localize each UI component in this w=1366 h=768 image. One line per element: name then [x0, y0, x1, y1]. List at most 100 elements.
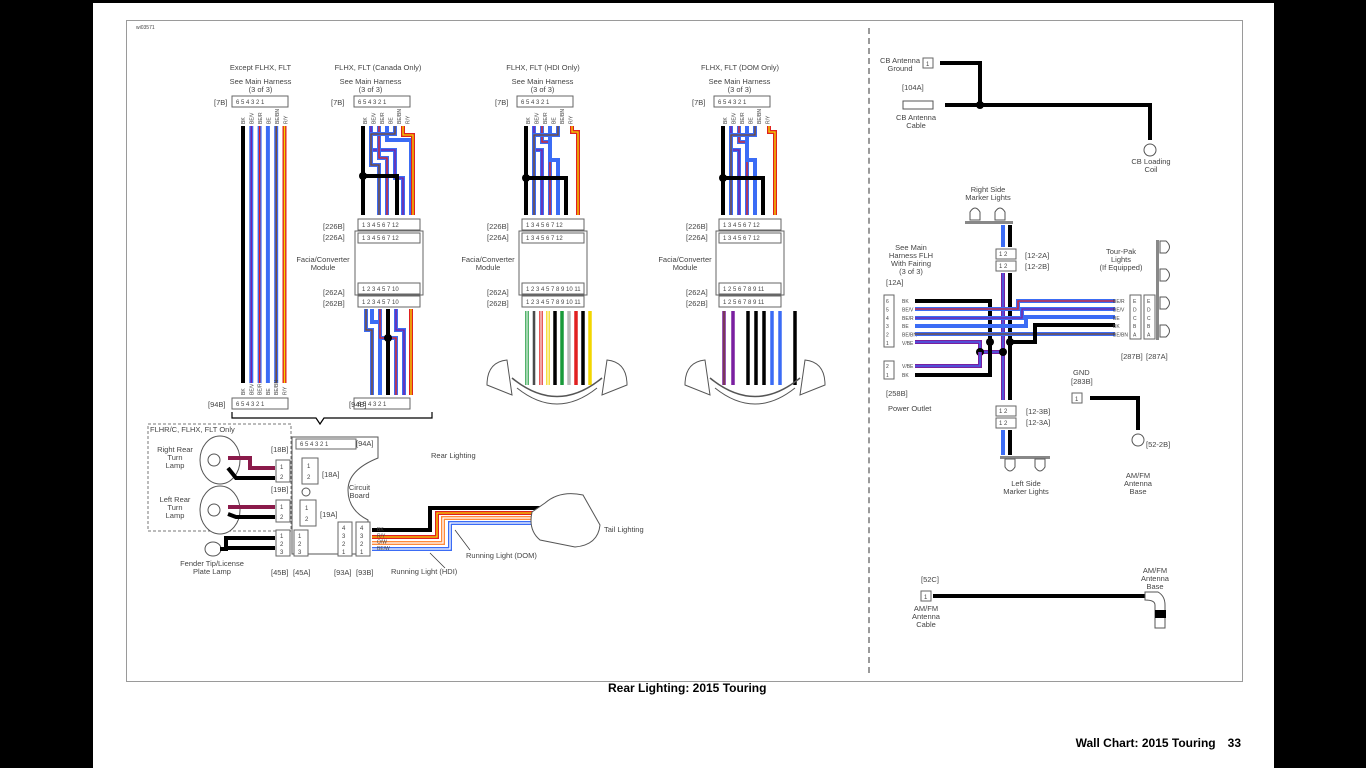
canada-wire-stripe [370, 126, 396, 215]
left-rear-turn-lamp-bulb [207, 503, 221, 517]
conn-287a: [287A] [1146, 352, 1168, 361]
wire-label: BE [902, 324, 909, 330]
outlet-wire [915, 342, 992, 377]
col2-harness: See Main Harness (3 of 3) [339, 77, 402, 94]
right-markers-label: Right Side Marker Lights [965, 185, 1011, 202]
canada-wire2-stripe [365, 309, 373, 395]
harness-wire [915, 315, 1115, 328]
conn-18b: [18B] [271, 445, 289, 454]
connector-18a [301, 457, 319, 485]
pin: 1 [280, 465, 284, 471]
canada-wire-stripe [402, 126, 414, 215]
hdi-wire-stripe [533, 126, 559, 215]
hdi-wire [526, 176, 568, 215]
conn-52-2b: [52-2B] [1146, 440, 1171, 449]
canada-262a [357, 282, 421, 295]
wire-label: BE [552, 117, 558, 124]
col1-title: Except FLHX, FLT [229, 63, 292, 72]
tourpak-label: Tour-Pak Lights (If Equipped) [1099, 247, 1143, 272]
board-hole [301, 487, 311, 497]
connector-45a [293, 529, 309, 557]
conn-12a: [12A] [886, 278, 904, 287]
canada-262b [357, 295, 421, 308]
see-main-harness-flh: See Main Harness FLH With Fairing (3 of … [888, 243, 934, 276]
hdi-wire-stripe [571, 126, 579, 215]
dom-wire [723, 176, 765, 215]
connector-94b [231, 397, 289, 410]
wire-label: R/Y [284, 115, 290, 124]
cb-loading-coil [1143, 143, 1157, 157]
dom-262a [718, 282, 782, 295]
dom-wire [767, 126, 777, 215]
outlet-wire [915, 352, 982, 368]
harness-wire-stripe [915, 300, 1115, 310]
dom-wire [729, 126, 757, 215]
hdi-wire [548, 126, 560, 215]
amfm-base-label-1: AM/FM Antenna Base [1124, 471, 1152, 496]
conn-287b: [287B] [1121, 352, 1143, 361]
pin: 2 [886, 364, 889, 370]
splice-dot [1006, 338, 1014, 346]
hdi-right-lamp [601, 359, 628, 396]
pin: 1 [307, 464, 311, 470]
splice-dot [999, 348, 1007, 356]
connector-93b [355, 521, 371, 557]
col3-7b: [7B] [495, 98, 509, 107]
hdi-226a-pins: 1 3 4 5 6 7 12 [526, 236, 563, 242]
pin: 3 [298, 550, 302, 556]
connector-7b-pins: 6 5 4 3 2 1 [718, 100, 747, 106]
dom-226b [718, 218, 782, 231]
connector-7b [713, 95, 771, 108]
connector-12-2b [995, 260, 1017, 272]
dom-facia-bar [709, 377, 801, 398]
tourpak-light [1159, 324, 1170, 338]
pin: C [1133, 316, 1137, 322]
tourpak-light [1159, 296, 1170, 310]
running-dom-leader [454, 529, 471, 551]
wire-label: BE/V [902, 307, 914, 313]
canada-splice [359, 172, 367, 180]
gnd-wire [1090, 396, 1140, 430]
pin: 5 [886, 307, 889, 313]
wire-label: BE/V [250, 112, 256, 124]
hdi-left-lamp [486, 359, 513, 396]
col3-harness: See Main Harness (3 of 3) [511, 77, 574, 94]
dom-splice [719, 174, 727, 182]
conn-258b: [258B] [886, 389, 908, 398]
hdi-facia-bar2 [516, 387, 598, 405]
amfm-antenna-base-terminal [1131, 433, 1145, 447]
dom-262b-pins: 1 2 5 6 7 8 9 11 [723, 300, 765, 306]
col1-7b: [7B] [214, 98, 228, 107]
pin: 4 [342, 526, 346, 532]
right-rear-turn-lamp-bulb [207, 453, 221, 467]
connector-287b [1129, 294, 1142, 340]
gnd-connector [1071, 392, 1083, 404]
connector-19b [275, 499, 291, 523]
wire-label: BE/R [1113, 299, 1125, 305]
running-hdi-label: Running Light (HDI) [391, 567, 458, 576]
wire-label: BE/BN [397, 109, 403, 124]
pin: 1 2 [999, 264, 1008, 270]
canada-262a-pins: 1 2 3 4 5 7 10 [362, 287, 399, 293]
col2-7b: [7B] [331, 98, 345, 107]
hdi-262b [521, 295, 585, 308]
pin: 1 [886, 373, 889, 379]
hdi-wire [532, 126, 560, 215]
tail-wire-bew-stripe [372, 522, 546, 550]
wire-label: R/Y [569, 115, 575, 124]
page-number: 33 [1227, 736, 1241, 750]
pin: 2 [360, 542, 364, 548]
wire-label: BE [1113, 316, 1120, 322]
hdi-262a: [262A] [487, 288, 509, 297]
harness-wire [1010, 323, 1115, 344]
tail-wire-label: O/W [377, 540, 387, 546]
canada-226a: [226A] [323, 233, 345, 242]
hdi-splice [522, 174, 530, 182]
pin: 1 2 [999, 409, 1008, 415]
conn-93b: [93B] [356, 568, 374, 577]
wire-label: BE/R [543, 112, 549, 124]
left-marker-light [1034, 458, 1046, 472]
wire-label: R/Y [406, 115, 412, 124]
col1-94b: [94B] [208, 400, 226, 409]
wire-label: BE/V [249, 383, 255, 395]
